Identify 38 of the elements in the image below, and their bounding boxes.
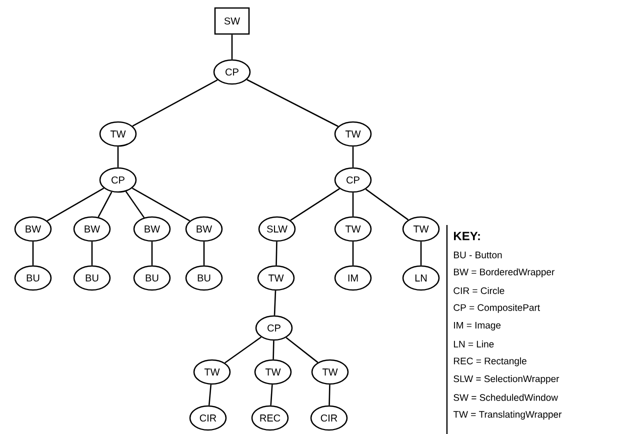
tree-line bbox=[272, 340, 274, 360]
tree-line bbox=[203, 242, 205, 266]
key-entry: TW = TranslatingWrapper bbox=[453, 410, 562, 420]
key-entry: LN = Line bbox=[454, 340, 494, 348]
key-entry: SLW = SelectionWrapper bbox=[454, 375, 560, 384]
key-entry: CP = CompositePart bbox=[454, 304, 540, 313]
tree-line bbox=[132, 188, 190, 222]
root-box: SW bbox=[214, 7, 250, 35]
tree-line bbox=[328, 384, 330, 406]
tree-line bbox=[352, 146, 354, 168]
tree-line bbox=[151, 242, 153, 266]
key-entry: IM = Image bbox=[454, 322, 501, 330]
tree-line bbox=[246, 79, 338, 127]
key-entry: BU - Button bbox=[454, 252, 502, 258]
tree-line bbox=[117, 146, 119, 168]
tree-line bbox=[274, 290, 276, 316]
tree-line bbox=[286, 337, 318, 363]
key-entry: BW = BorderedWrapper bbox=[454, 268, 555, 278]
key-heading: KEY: bbox=[454, 232, 480, 240]
tree-line bbox=[352, 192, 354, 216]
tree-line bbox=[208, 384, 212, 406]
key-entry: REC = Rectangle bbox=[454, 357, 526, 366]
tree-line bbox=[420, 242, 422, 266]
tree-line bbox=[290, 188, 340, 221]
tree-line bbox=[46, 188, 104, 222]
tree-line bbox=[32, 242, 34, 266]
tree-line bbox=[276, 242, 278, 266]
tree-line bbox=[224, 336, 262, 364]
tree-line bbox=[270, 384, 273, 406]
tree-line bbox=[91, 242, 93, 266]
tree-line bbox=[132, 79, 218, 127]
tree-line bbox=[352, 242, 354, 266]
key-entry: CIR = Circle bbox=[454, 287, 504, 294]
key-entry: SW = ScheduledWindow bbox=[454, 394, 558, 401]
tree-line bbox=[365, 188, 409, 220]
tree-line bbox=[98, 192, 112, 218]
tree-line bbox=[231, 34, 233, 60]
tree-line bbox=[125, 191, 145, 218]
